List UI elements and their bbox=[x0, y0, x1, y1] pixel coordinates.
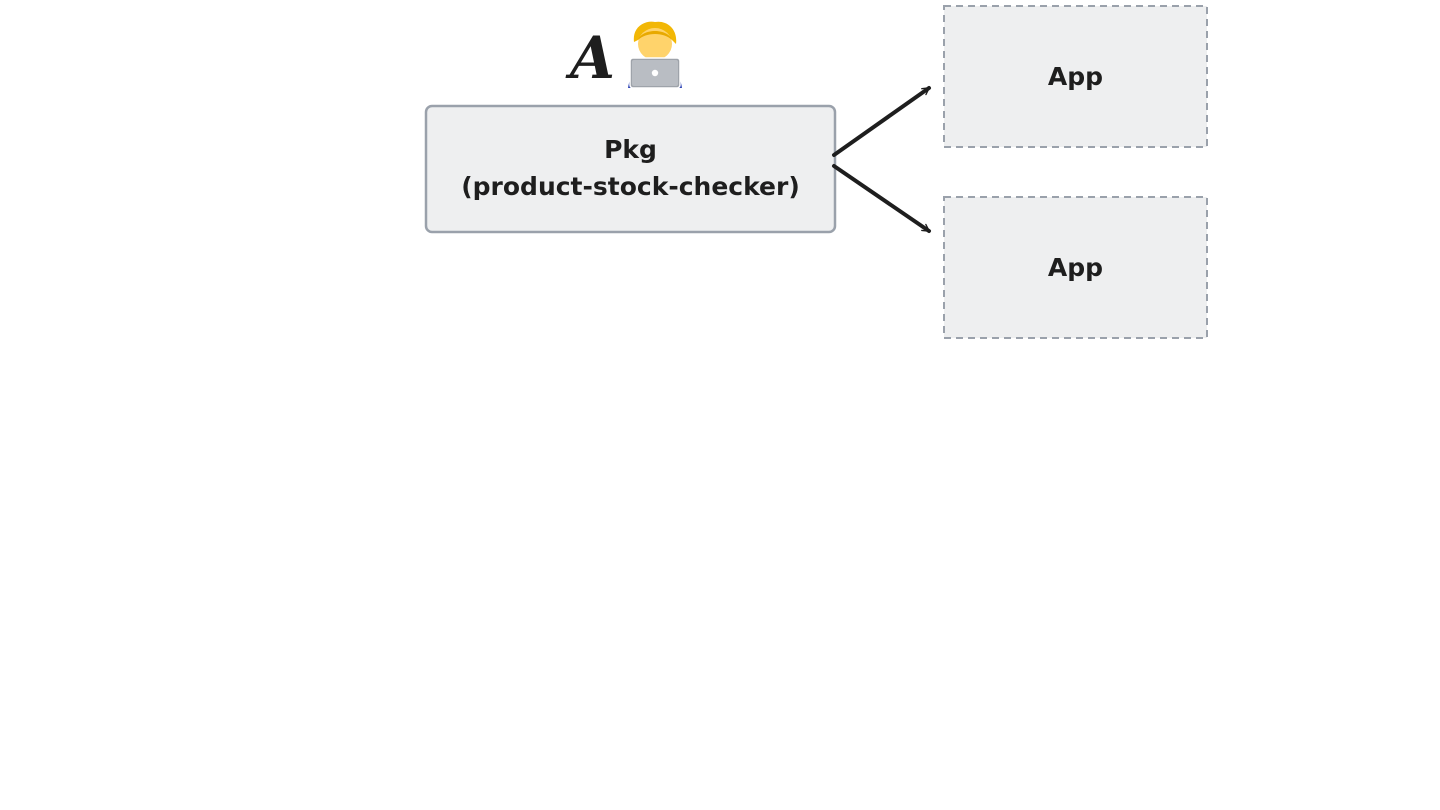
app-node-bottom[interactable]: App bbox=[943, 196, 1208, 339]
package-node[interactable]: Pkg (product-stock-checker) bbox=[424, 104, 837, 234]
package-node-subtitle: (product-stock-checker) bbox=[461, 172, 800, 201]
app-node-top[interactable]: App bbox=[943, 5, 1208, 148]
author-letter: A bbox=[565, 24, 615, 92]
arrow-to-bottom-app bbox=[832, 164, 931, 233]
app-node-top-box bbox=[943, 5, 1208, 148]
package-node-title: Pkg bbox=[604, 135, 657, 164]
technologist-with-laptop-icon bbox=[628, 21, 682, 89]
package-node-box bbox=[424, 104, 837, 234]
author-marker: A bbox=[564, 21, 682, 94]
app-node-top-label: App bbox=[1048, 62, 1103, 91]
app-node-bottom-label: App bbox=[1048, 253, 1103, 282]
arrow-to-top-app bbox=[832, 86, 931, 157]
app-node-bottom-box bbox=[943, 196, 1208, 339]
